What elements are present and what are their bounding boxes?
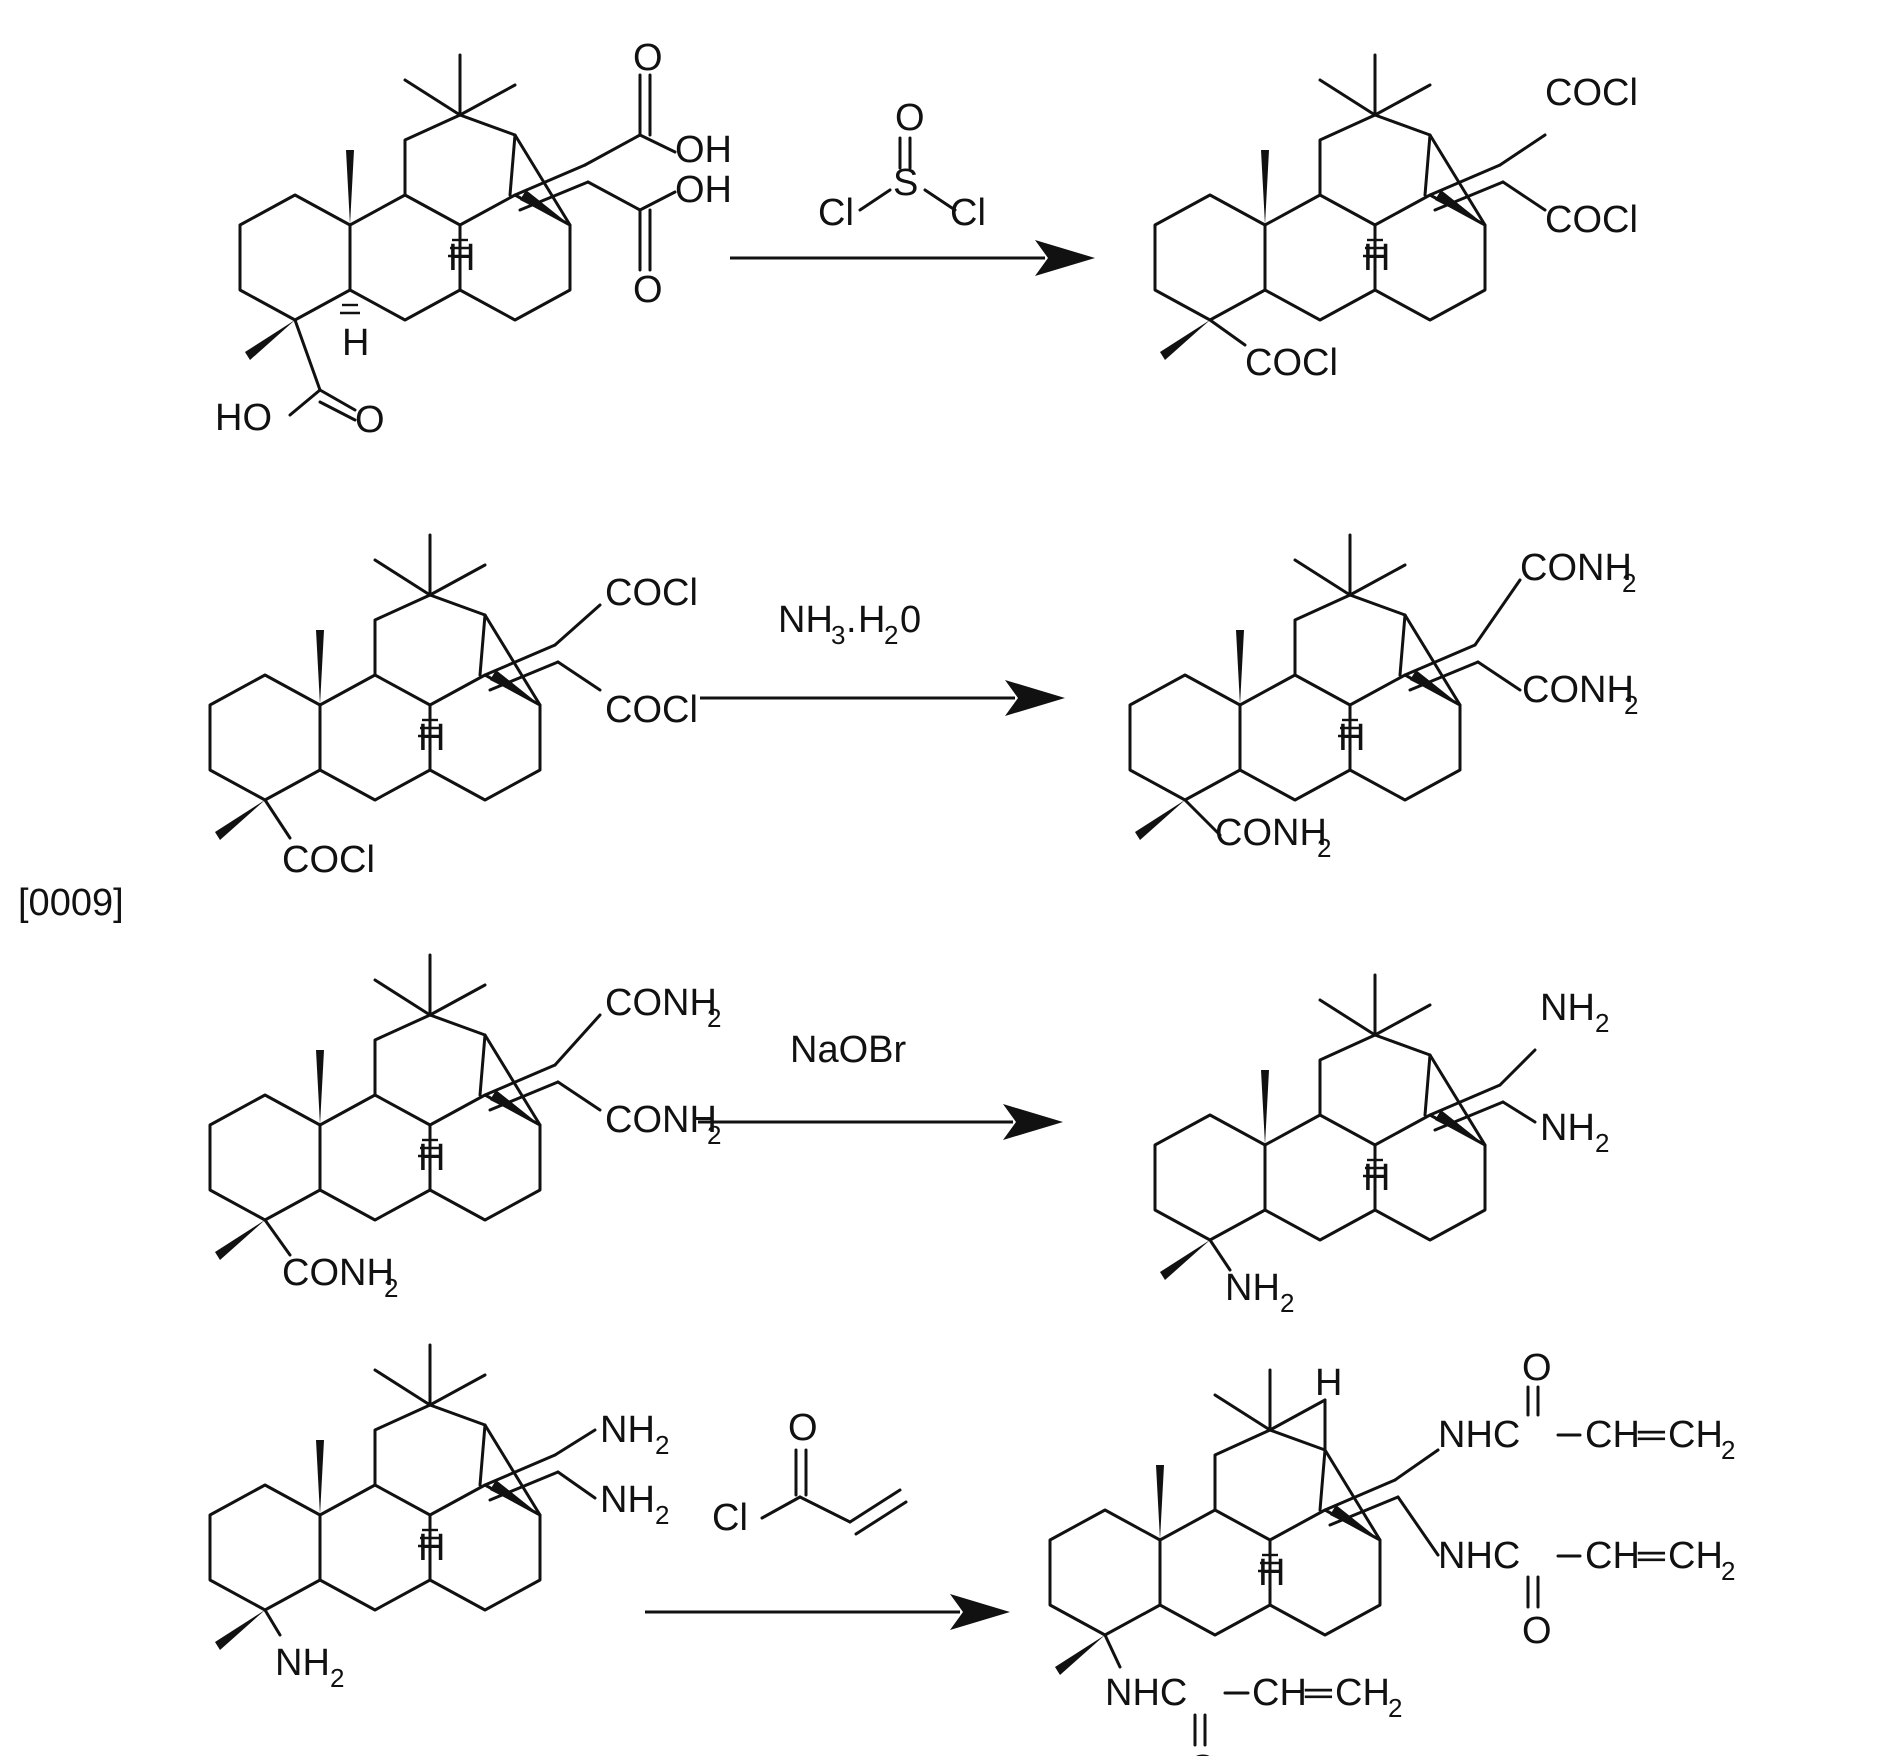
reagent-tail: 0 [900, 599, 921, 641]
sub-2: 2 [1595, 1128, 1609, 1158]
ch-label: CH [1585, 1535, 1640, 1577]
molecule-triamine-start: H NH 2 NH 2 NH 2 [208, 1343, 669, 1693]
reagent-dot: . [846, 599, 857, 641]
ch2-label: CH [1668, 1414, 1723, 1456]
ch-label: CH [1252, 1672, 1307, 1714]
sub-2: 2 [384, 1273, 398, 1303]
conh2-label: CONH [1522, 669, 1634, 711]
molecule-triacyl-chloride: H COCl COCl COCl [1153, 53, 1638, 384]
reaction-arrow-4 [645, 1594, 1010, 1630]
sub-2: 2 [1721, 1435, 1735, 1465]
paragraph-label: [0009] [18, 882, 124, 924]
cl-label: Cl [950, 192, 986, 234]
conh2-label: CONH [282, 1252, 394, 1294]
h-label: H [342, 322, 369, 364]
cocl-label: COCl [1245, 342, 1338, 384]
cocl-label: COCl [1545, 72, 1638, 114]
nh2-label: NH [1540, 1107, 1595, 1149]
reaction-arrow-2 [700, 680, 1065, 716]
nh2-label: NH [275, 1642, 330, 1684]
o-label: O [1522, 1610, 1552, 1652]
o-label: O [355, 399, 385, 441]
nhc-label: NHC [1438, 1535, 1520, 1577]
ch-label: CH [1585, 1414, 1640, 1456]
reagent-nh: NH [778, 599, 833, 641]
cl-label: Cl [818, 192, 854, 234]
h-label: H [1258, 1552, 1285, 1594]
reagent-sub-2: 2 [884, 620, 898, 650]
sub-2: 2 [1624, 690, 1638, 720]
reaction-arrow-1 [730, 240, 1095, 276]
sub-2: 2 [1721, 1556, 1735, 1586]
sub-2: 2 [707, 1003, 721, 1033]
h-label: H [448, 237, 475, 279]
sub-2: 2 [655, 1430, 669, 1460]
sub-2: 2 [1388, 1693, 1402, 1723]
double-bond-label: ═ [1637, 1414, 1666, 1456]
molecule-triamide-start: H CONH 2 CONH 2 CONH 2 [208, 953, 721, 1303]
conh2-label: CONH [1215, 812, 1327, 854]
molecule-triamide: H CONH 2 CONH 2 CONH 2 [1128, 533, 1638, 863]
reagent-ammonia-water: NH 3 . H 2 0 [778, 599, 921, 650]
cl-label: Cl [712, 1497, 748, 1539]
ho-label: HO [215, 397, 272, 439]
nh2-label: NH [1225, 1267, 1280, 1309]
h-label: H [418, 1137, 445, 1179]
reagent-sub-3: 3 [831, 620, 845, 650]
nhc-label: NHC [1105, 1672, 1187, 1714]
molecule-triamine: H NH 2 NH 2 NH 2 [1153, 973, 1609, 1318]
molecule-triacyl-chloride-start: H COCl COCl COCl [208, 533, 698, 881]
s-label: S [893, 162, 918, 204]
double-bond-label: ═ [1637, 1535, 1666, 1577]
o-label: O [633, 269, 663, 311]
sub-2: 2 [1280, 1288, 1294, 1318]
reagent-thionyl-chloride: O S Cl Cl [818, 97, 986, 234]
sub-2: 2 [330, 1663, 344, 1693]
reagent-acryloyl-chloride: O Cl [712, 1407, 908, 1539]
cocl-label: COCl [282, 839, 375, 881]
nhc-label: NHC [1438, 1414, 1520, 1456]
double-bond-label: ═ [1304, 1672, 1333, 1714]
ch2-label: CH [1668, 1535, 1723, 1577]
oh-label: OH [675, 169, 732, 211]
h-label: H [1363, 1157, 1390, 1199]
nh2-label: NH [600, 1479, 655, 1521]
h-label: H [418, 1527, 445, 1569]
h-label: H [1338, 717, 1365, 759]
conh2-label: CONH [605, 982, 717, 1024]
reagent-h: H [858, 599, 885, 641]
conh2-label: CONH [605, 1099, 717, 1141]
sub-2: 2 [1595, 1008, 1609, 1038]
oh-label: OH [675, 129, 732, 171]
o-label: O [1188, 1748, 1218, 1756]
o-label: O [895, 97, 925, 139]
o-label: O [1522, 1347, 1552, 1389]
sub-2: 2 [1622, 568, 1636, 598]
o-label: O [788, 1407, 818, 1449]
h-label: H [1315, 1362, 1342, 1404]
sub-2: 2 [1317, 833, 1331, 863]
cocl-label: COCl [605, 572, 698, 614]
sub-2: 2 [655, 1500, 669, 1530]
molecule-triacrylamide: H H NHC O CH ═ CH 2 NHC O CH ═ CH 2 NHC … [1048, 1347, 1735, 1756]
reaction-arrow-3 [698, 1104, 1063, 1140]
sub-2: 2 [707, 1120, 721, 1150]
h-label: H [1363, 237, 1390, 279]
cocl-label: COCl [605, 689, 698, 731]
reagent-sodium-hypobromite: NaOBr [790, 1029, 906, 1071]
cocl-label: COCl [1545, 199, 1638, 241]
o-label: O [633, 37, 663, 79]
nh2-label: NH [1540, 987, 1595, 1029]
ch2-label: CH [1335, 1672, 1390, 1714]
molecule-triacid: H H O OH O OH O HO [215, 37, 732, 441]
h-label: H [418, 717, 445, 759]
nh2-label: NH [600, 1409, 655, 1451]
conh2-label: CONH [1520, 547, 1632, 589]
